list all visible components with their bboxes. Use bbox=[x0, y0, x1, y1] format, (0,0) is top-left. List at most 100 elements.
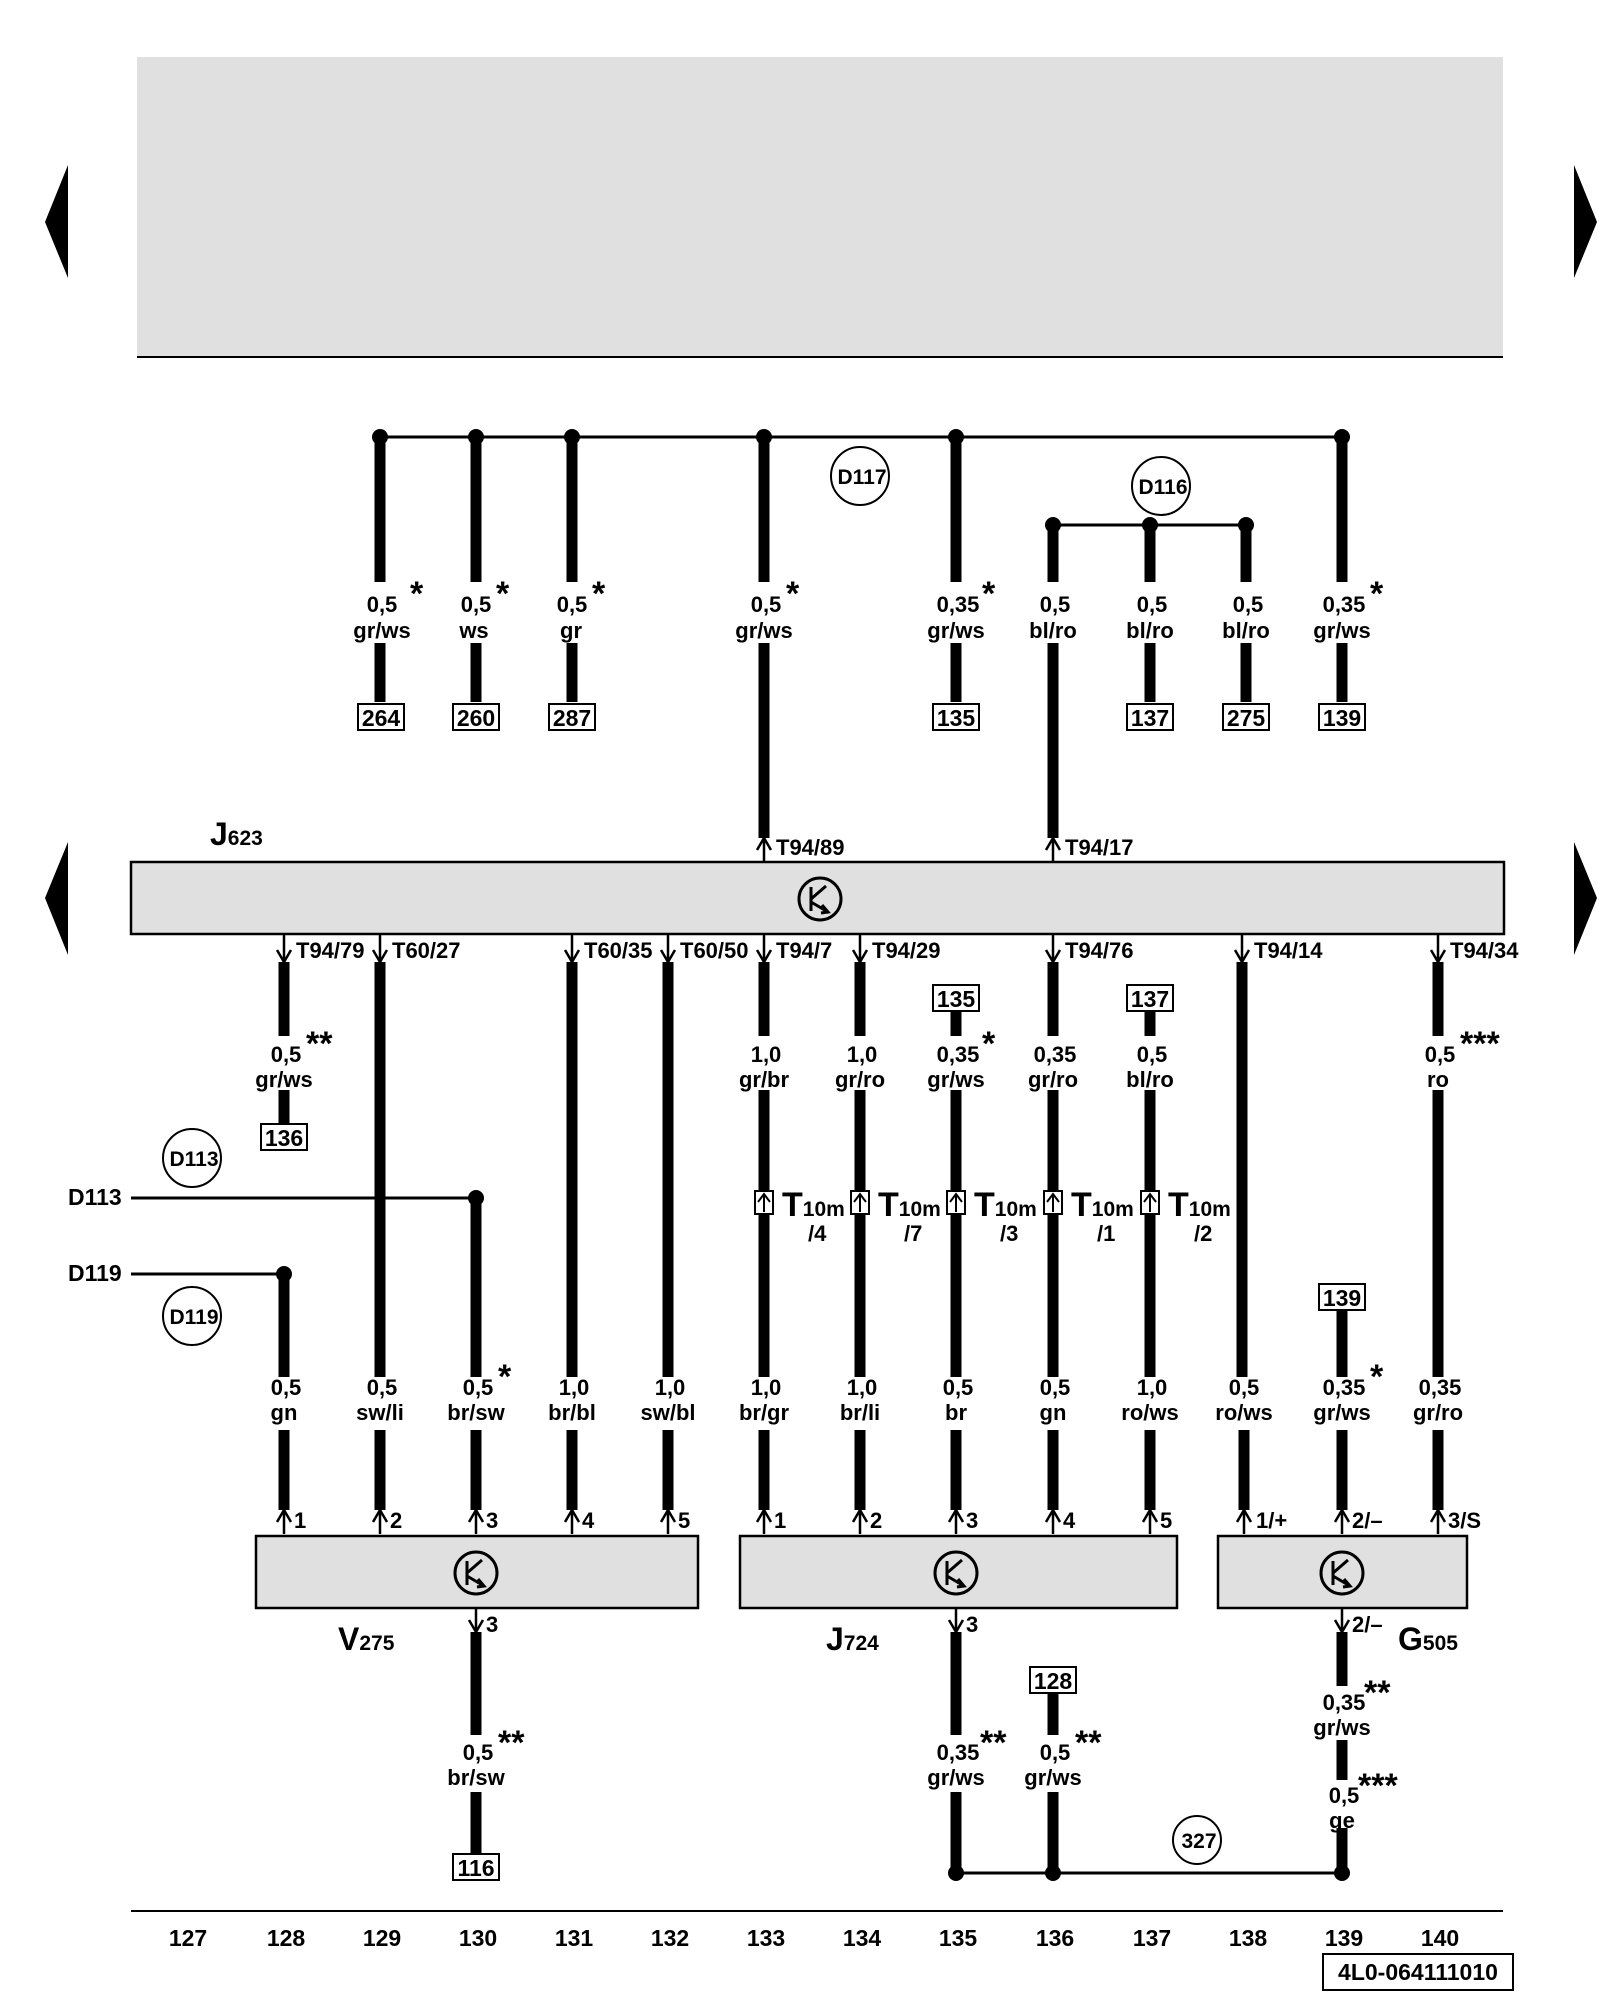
column-number: 138 bbox=[1229, 1925, 1268, 1951]
component-g505[interactable] bbox=[1216, 1534, 1469, 1610]
connector-t10m-2[interactable]: T10m /2 bbox=[1140, 1186, 1231, 1246]
lower-wire-3[interactable]: 0,5*br/sw bbox=[447, 1358, 512, 1425]
electronic-module-icon bbox=[1331, 1558, 1353, 1589]
mid-wire-t94-34[interactable]: 0,5 *** ro bbox=[1425, 962, 1501, 1377]
lower-wire-12[interactable]: 0,35*gr/ws bbox=[1313, 1358, 1384, 1425]
connector-t10m-3[interactable]: T10m /3 bbox=[946, 1186, 1037, 1246]
svg-text:5: 5 bbox=[678, 1508, 690, 1533]
pin-t94-7: T94/7 bbox=[755, 934, 832, 965]
doc-id: 4L0-064111010 bbox=[1338, 1959, 1498, 1985]
wire-mark: * bbox=[786, 575, 800, 613]
ref-box-135-top-label: 135 bbox=[937, 705, 976, 731]
component-label-j724: J724 bbox=[826, 1621, 879, 1657]
bottom-wire-g505-2[interactable]: 2/– 0,35 ** gr/ws 0,5 *** ge bbox=[1313, 1608, 1398, 1873]
bottom-wire-116[interactable]: 3 0,5 ** br/sw 116 bbox=[447, 1608, 525, 1881]
lower-wire-2[interactable]: 0,5sw/li bbox=[356, 1375, 404, 1425]
lower-wire-10[interactable]: 1,0ro/ws bbox=[1121, 1375, 1178, 1425]
component-v275[interactable] bbox=[254, 1534, 700, 1610]
top-wire-287[interactable]: 0,5 * gr 287 bbox=[548, 437, 606, 731]
ref-box-136-label: 136 bbox=[265, 1125, 303, 1151]
lower-wire-7[interactable]: 1,0br/li bbox=[840, 1375, 880, 1425]
mid-wire-139[interactable]: 139 bbox=[1318, 1283, 1366, 1377]
circle-ref-d116-label: D116 bbox=[1138, 476, 1187, 499]
column-number: 127 bbox=[169, 1925, 207, 1951]
ref-box-128-label: 128 bbox=[1034, 1668, 1073, 1694]
bottom-wire-j724-3[interactable]: 3 0,35 ** gr/ws bbox=[927, 1608, 1007, 1873]
next-page-arrow-icon[interactable] bbox=[1574, 165, 1597, 278]
mid-wire-t94-7[interactable]: 1,0 gr/br bbox=[739, 962, 790, 1377]
column-number: 132 bbox=[651, 1925, 689, 1951]
pin-label: 3 bbox=[486, 1612, 498, 1637]
ref-box-135-mid-label: 135 bbox=[937, 986, 976, 1012]
pin-t94-34: T94/34 bbox=[1429, 934, 1519, 965]
bottom-wire-128[interactable]: 128 0,5 ** gr/ws bbox=[1024, 1666, 1102, 1873]
svg-text:0,5: 0,5 bbox=[271, 1375, 302, 1400]
top-wire-137[interactable]: 0,5 bl/ro 137 bbox=[1126, 525, 1174, 731]
splice-d116: D116 bbox=[1045, 456, 1254, 533]
wire-mark: * bbox=[982, 575, 996, 613]
top-wire-139[interactable]: 0,35 * gr/ws 139 bbox=[1313, 437, 1384, 731]
lower-wire-4[interactable]: 1,0br/bl bbox=[548, 1375, 596, 1425]
wire-size: 0,35 bbox=[1323, 1690, 1366, 1715]
ref-box-137-top-label: 137 bbox=[1131, 705, 1169, 731]
connector-t10m-7[interactable]: T10m /7 bbox=[850, 1186, 941, 1246]
ref-box-139-top-label: 139 bbox=[1323, 705, 1361, 731]
svg-text:0,5: 0,5 bbox=[943, 1375, 974, 1400]
svg-text:/1: /1 bbox=[1097, 1221, 1115, 1246]
wire-size: 0,35 bbox=[937, 1042, 980, 1067]
wire-size: 0,5 bbox=[557, 592, 588, 617]
next-section-arrow-icon[interactable] bbox=[1574, 842, 1597, 955]
wire-color: bl/ro bbox=[1222, 618, 1270, 643]
top-wire-260[interactable]: 0,5 * ws 260 bbox=[452, 437, 510, 731]
pin-j724-4: 4 bbox=[1044, 1507, 1076, 1534]
mid-wire-t94-29[interactable]: 1,0 gr/ro bbox=[835, 962, 885, 1377]
side-label-d113: D113 bbox=[68, 1184, 122, 1210]
pin-g505-1: 1/+ bbox=[1235, 1507, 1287, 1534]
connector-t10m-1[interactable]: T10m /1 bbox=[1043, 1186, 1134, 1246]
lower-wire-5[interactable]: 1,0sw/bl bbox=[640, 1375, 695, 1425]
top-wire-264[interactable]: 0,5 * gr/ws 264 bbox=[353, 437, 424, 731]
wire-color: gr/ws bbox=[1313, 1715, 1370, 1740]
svg-text:1,0: 1,0 bbox=[847, 1375, 878, 1400]
mid-wire-t94-76[interactable]: 0,35 gr/ro bbox=[1028, 962, 1078, 1377]
svg-text:1: 1 bbox=[774, 1508, 786, 1533]
ref-box-116 bbox=[452, 1853, 500, 1881]
top-wire-t94-17[interactable]: 0,5 bl/ro T94/17 bbox=[1029, 525, 1134, 862]
svg-text:T94/79: T94/79 bbox=[296, 938, 365, 963]
lower-wire-6[interactable]: 1,0br/gr bbox=[739, 1375, 790, 1425]
svg-text:/4: /4 bbox=[808, 1221, 827, 1246]
svg-text:br/li: br/li bbox=[840, 1400, 880, 1425]
column-number: 131 bbox=[555, 1925, 594, 1951]
svg-text:3: 3 bbox=[486, 1508, 498, 1533]
svg-text:gn: gn bbox=[1040, 1400, 1067, 1425]
top-wire-275[interactable]: 0,5 bl/ro 275 bbox=[1222, 525, 1270, 731]
prev-page-arrow-icon[interactable] bbox=[45, 165, 68, 278]
mid-wire-137[interactable]: 137 0,5 bl/ro bbox=[1126, 984, 1174, 1377]
ref-box-139-mid-label: 139 bbox=[1323, 1285, 1361, 1311]
wire-mark-alt: *** bbox=[1358, 1767, 1398, 1805]
column-number-row: 127 128 129 130 131 132 133 134 135 136 … bbox=[169, 1925, 1459, 1951]
pin-j724-3: 3 bbox=[947, 1507, 978, 1534]
lower-wire-1[interactable]: 0,5gn bbox=[271, 1375, 302, 1425]
svg-text:T10m: T10m bbox=[974, 1186, 1037, 1224]
ecu-pin-row: T94/79 T60/27 T60/35 T60/50 T94/7 T94/29… bbox=[275, 934, 1519, 965]
pin-arrow-icon bbox=[467, 1608, 485, 1635]
top-wire-135[interactable]: 0,35 * gr/ws 135 bbox=[927, 437, 996, 731]
mid-wire-t94-79[interactable]: 0,5 ** gr/ws 136 bbox=[255, 962, 333, 1151]
svg-text:sw/li: sw/li bbox=[356, 1400, 404, 1425]
lower-wire-8[interactable]: 0,5br bbox=[943, 1375, 974, 1425]
lower-wire-11[interactable]: 0,5ro/ws bbox=[1215, 1375, 1272, 1425]
svg-text:0,5: 0,5 bbox=[1229, 1375, 1260, 1400]
top-wire-t94-89[interactable]: 0,5 * gr/ws T94/89 bbox=[735, 437, 845, 862]
splice-327: 327 bbox=[948, 1815, 1350, 1881]
prev-section-arrow-icon[interactable] bbox=[45, 842, 68, 955]
wire-mark: * bbox=[1370, 575, 1384, 613]
component-j623[interactable] bbox=[129, 860, 1506, 936]
wire-size: 0,5 bbox=[463, 1740, 494, 1765]
lower-wire-9[interactable]: 0,5gn bbox=[1040, 1375, 1071, 1425]
connector-t10m-4[interactable]: T10m /4 bbox=[754, 1186, 845, 1246]
wire-size-alt: 0,5 bbox=[1329, 1783, 1360, 1808]
mid-wire-135[interactable]: 135 0,35 * gr/ws bbox=[927, 984, 996, 1377]
component-j724[interactable] bbox=[738, 1534, 1179, 1610]
